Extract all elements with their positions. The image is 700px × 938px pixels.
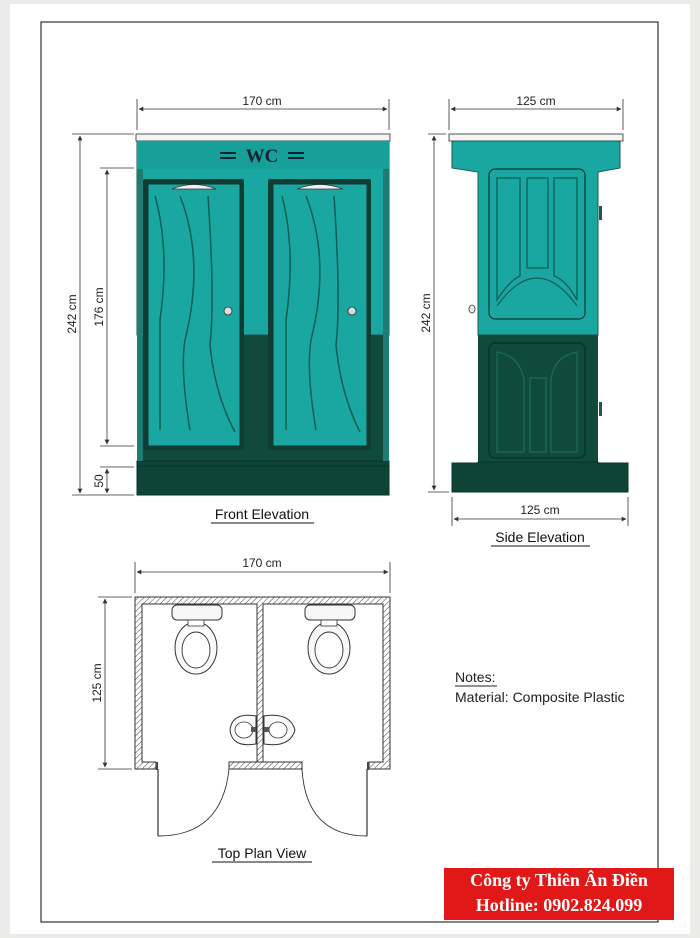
front-base-label: 50 [92,474,106,488]
notes-material: Material: Composite Plastic [455,689,625,705]
door-handle-icon [347,306,357,316]
front-width-label: 170 cm [242,94,281,108]
front-elevation: WC 170 cm 242 c [65,94,391,524]
plan-width-label: 170 cm [242,556,281,570]
front-door-right [268,179,371,450]
company-hotline: Hotline: 0902.824.099 [475,895,643,915]
side-elevation-title: Side Elevation [495,529,585,545]
front-door-left [143,179,244,450]
side-elevation: 125 cm 242 cm 125 cm Side Elevation [419,94,629,547]
sink-icon [263,714,296,746]
notes-heading: Notes: [455,669,495,685]
front-door-height-label: 176 cm [92,287,106,326]
plan-depth-label: 125 cm [90,663,104,702]
drawing-border [40,21,659,923]
wc-sign: WC [220,146,304,167]
company-banner: Công ty Thiên Ân Điền Hotline: 0902.824.… [444,868,674,920]
top-plan-view: 170 cm 125 cm Top Plan View [90,556,391,863]
door-handle-icon [223,306,233,316]
toilet-icon [171,604,223,675]
front-elevation-title: Front Elevation [215,506,309,522]
side-top-width-label: 125 cm [516,94,555,108]
company-name: Công ty Thiên Ân Điền [470,870,648,890]
front-height-label: 242 cm [65,294,79,333]
notes-block: Notes: Material: Composite Plastic [455,669,625,705]
side-height-label: 242 cm [419,293,433,332]
top-plan-title: Top Plan View [218,845,307,861]
toilet-icon [304,604,356,675]
wc-sign-text: WC [246,146,279,167]
sink-icon [229,714,257,746]
side-bottom-width-label: 125 cm [520,503,559,517]
